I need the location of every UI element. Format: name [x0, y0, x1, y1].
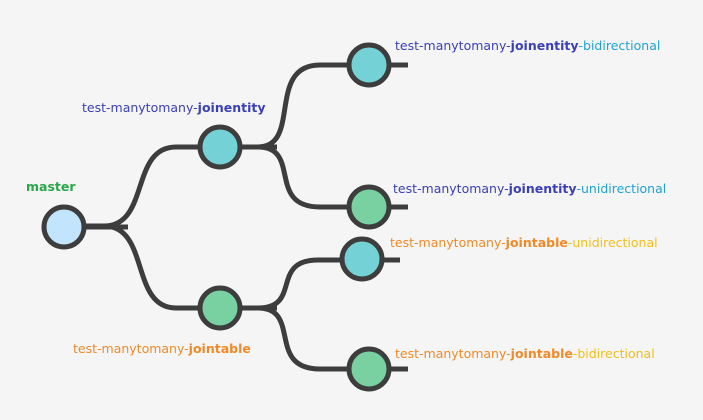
label-suffix: -unidirectional: [567, 235, 658, 250]
label-suffix: -bidirectional: [572, 346, 655, 361]
label-prefix: test-manytomany-: [390, 235, 506, 250]
label-joinentity-unidirectional: test-manytomany-joinentity-unidirectiona…: [393, 182, 666, 196]
label-prefix: test-manytomany-: [73, 341, 189, 356]
node-master[interactable]: [41, 204, 87, 250]
label-master: master: [26, 180, 76, 194]
label-jointable-bidirectional: test-manytomany-jointable-bidirectional: [395, 347, 655, 361]
label-suffix: -unidirectional: [576, 181, 667, 196]
node-jointable-bidirectional[interactable]: [346, 346, 392, 392]
label-master-text: master: [26, 179, 76, 194]
label-key: joinentity: [510, 38, 579, 53]
label-prefix: test-manytomany-: [395, 346, 511, 361]
edge-master-joinentity: [86, 144, 220, 229]
label-suffix: -bidirectional: [578, 38, 661, 53]
label-jointable-unidirectional: test-manytomany-jointable-unidirectional: [390, 236, 658, 250]
label-key: joinentity: [197, 100, 266, 115]
label-key: jointable: [505, 235, 568, 250]
node-joinentity[interactable]: [197, 124, 243, 170]
node-jointable[interactable]: [197, 285, 243, 331]
label-joinentity: test-manytomany-joinentity: [82, 101, 266, 115]
label-prefix: test-manytomany-: [395, 38, 511, 53]
label-key: jointable: [188, 341, 251, 356]
edge-master-jointable: [86, 223, 220, 311]
node-joinentity-unidirectional[interactable]: [346, 184, 392, 230]
node-jointable-unidirectional[interactable]: [339, 236, 385, 282]
label-jointable: test-manytomany-jointable: [73, 342, 251, 356]
label-joinentity-bidirectional: test-manytomany-joinentity-bidirectional: [395, 39, 660, 53]
label-prefix: test-manytomany-: [393, 181, 509, 196]
node-joinentity-bidirectional[interactable]: [346, 42, 392, 88]
label-prefix: test-manytomany-: [82, 100, 198, 115]
label-key: joinentity: [508, 181, 577, 196]
label-key: jointable: [510, 346, 573, 361]
